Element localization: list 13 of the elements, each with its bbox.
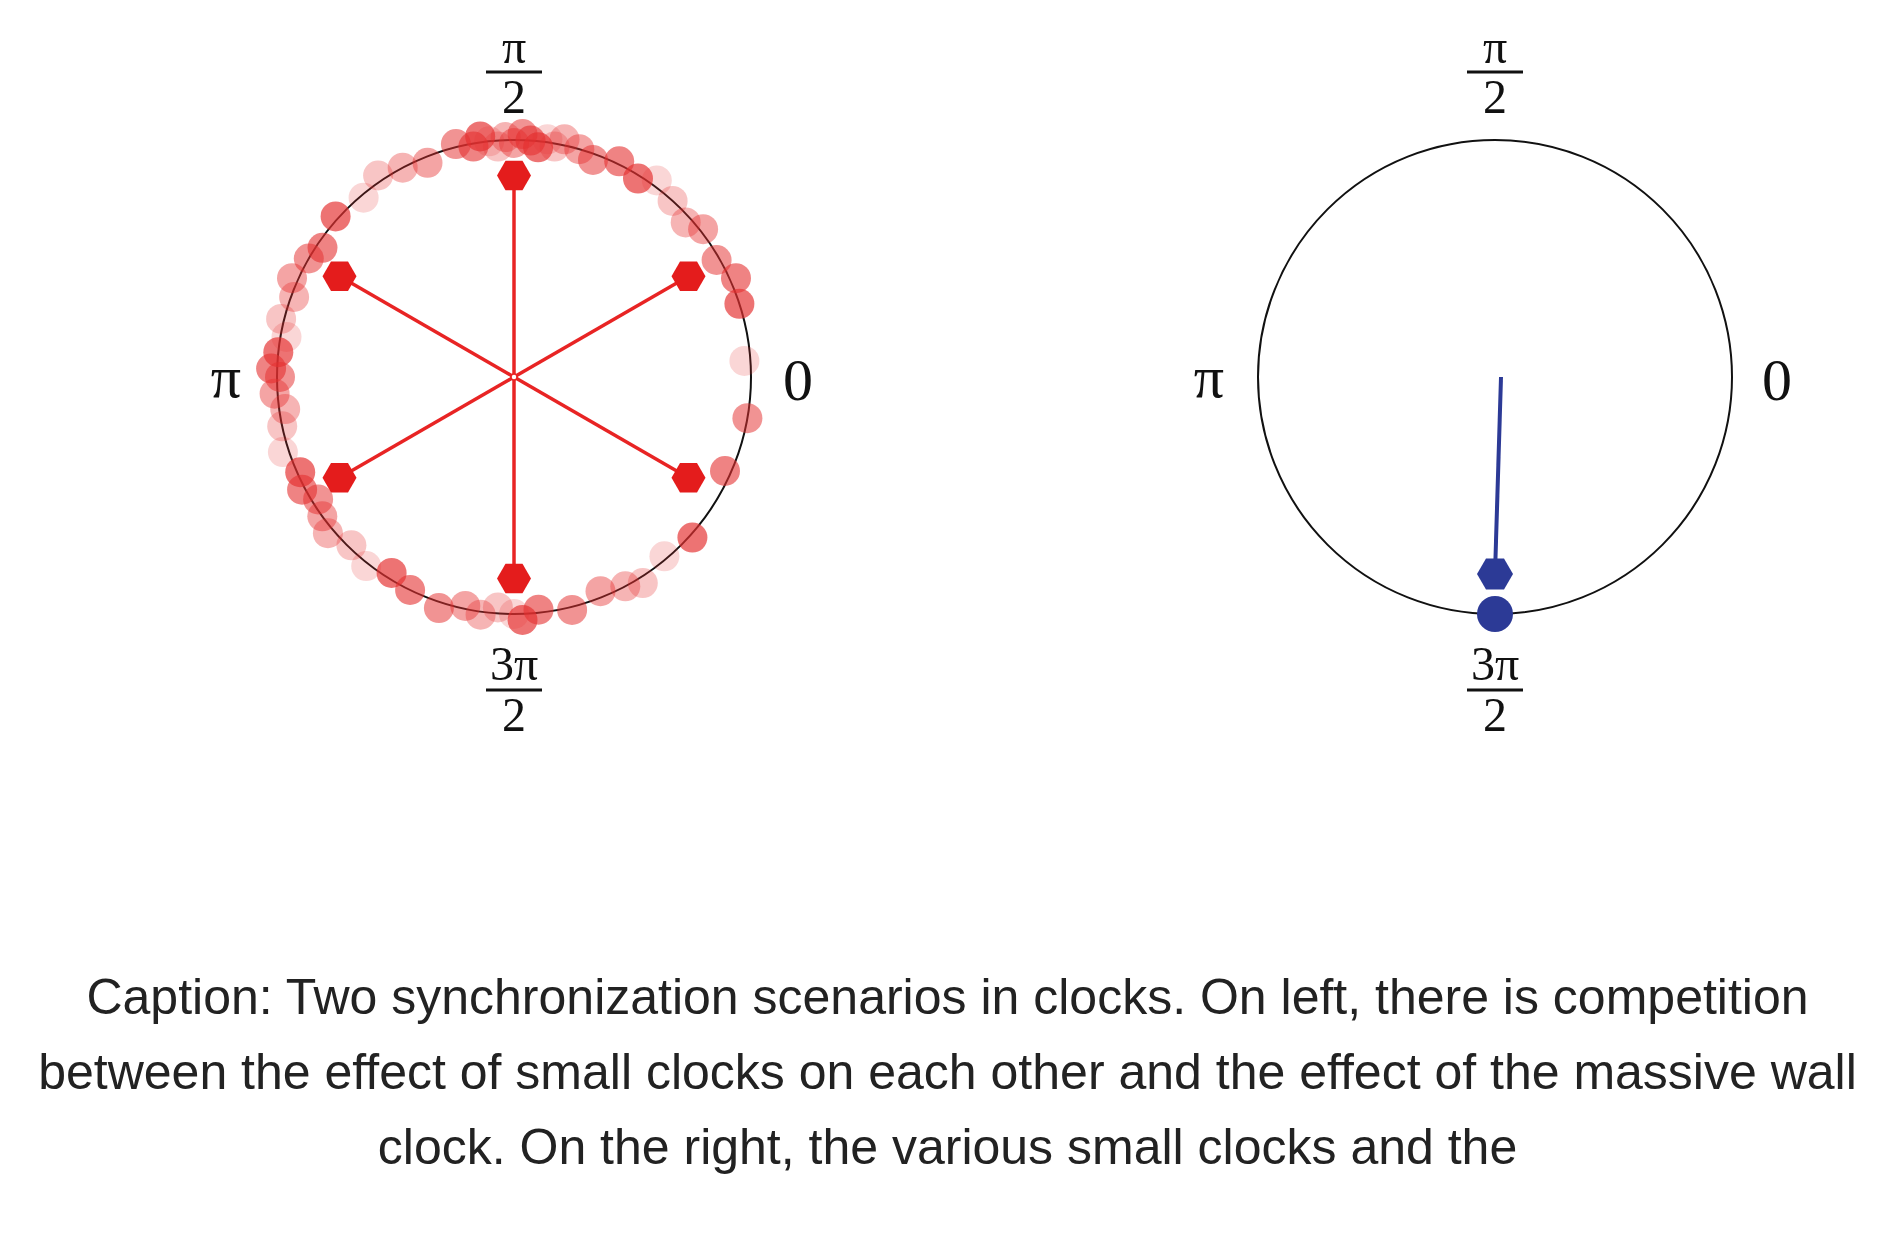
angle-label: π: [1482, 23, 1508, 71]
angle-label: 0: [783, 350, 813, 410]
angle-label: π: [210, 347, 242, 407]
angle-label: 3π: [1470, 640, 1520, 688]
angle-label: 0: [1762, 350, 1792, 410]
angle-label: 2: [502, 73, 526, 121]
angle-label: 2: [1483, 691, 1507, 739]
angle-label: π: [1193, 347, 1225, 407]
angle-label: 2: [502, 691, 526, 739]
caption: Caption: Two synchronization scenarios in clocks. On left, there is competition between the effect of small clocks on each other and the effect of the massive wall clock. On the right, the various small clocks and the: [37, 968, 1858, 1177]
angle-label: π: [501, 23, 527, 71]
angle-label: 3π: [489, 640, 539, 688]
angle-label: 2: [1483, 73, 1507, 121]
